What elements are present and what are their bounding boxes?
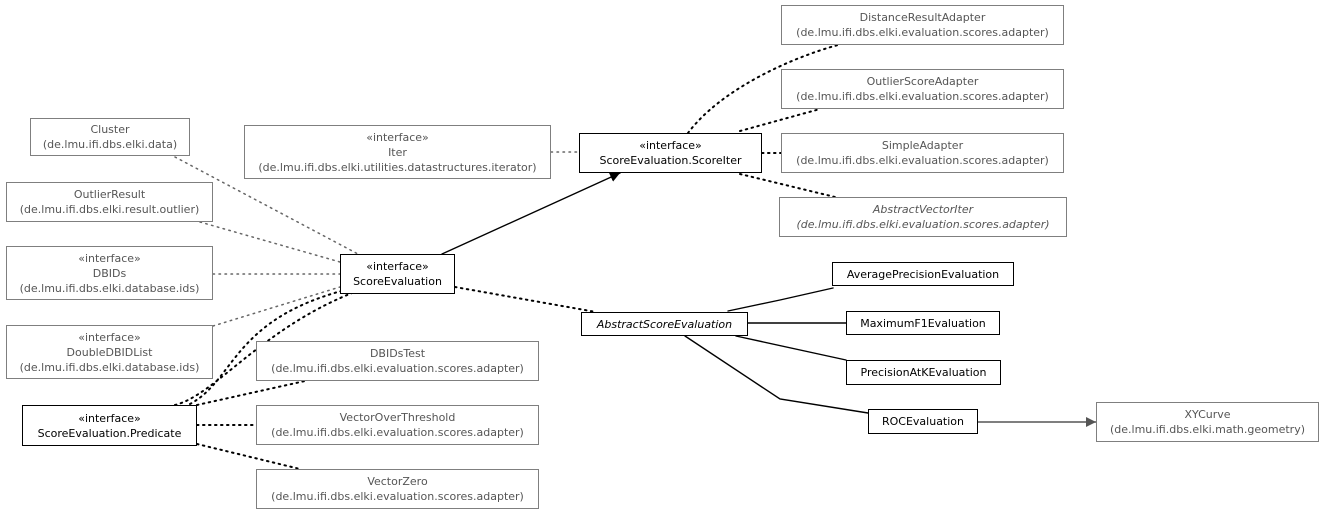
xy-curve-node: XYCurve (de.lmu.ifi.dbs.elki.math.geomet… xyxy=(1096,402,1319,442)
edge-scoreiter-distanceresultadapter xyxy=(687,44,839,134)
score-iter-stereotype: «interface» xyxy=(639,139,702,152)
double-dbid-list-package: (de.lmu.ifi.dbs.elki.database.ids) xyxy=(19,360,200,374)
iter-name: Iter xyxy=(388,145,407,159)
precision-at-k-evaluation-name: PrecisionAtKEvaluation xyxy=(860,366,987,379)
iter-stereotype: «interface» xyxy=(366,130,429,144)
edge-predicate-scoreevaluation-2 xyxy=(189,289,346,405)
precision-at-k-evaluation-node: PrecisionAtKEvaluation xyxy=(846,360,1001,385)
score-iter-name: ScoreEvaluation.ScoreIter xyxy=(599,154,742,167)
dbids-stereotype: «interface» xyxy=(78,251,141,265)
outlier-score-adapter-package: (de.lmu.ifi.dbs.elki.evaluation.scores.a… xyxy=(796,90,1049,103)
double-dbid-list-stereotype: «interface» xyxy=(78,330,141,344)
vector-over-threshold-package: (de.lmu.ifi.dbs.elki.evaluation.scores.a… xyxy=(271,426,524,439)
edge-outlierresult-scoreevaluation xyxy=(199,221,341,263)
dbids-test-package: (de.lmu.ifi.dbs.elki.evaluation.scores.a… xyxy=(271,362,524,375)
cluster-name: Cluster xyxy=(90,123,130,136)
vector-over-threshold-name: VectorOverThreshold xyxy=(339,411,456,424)
distance-result-adapter-name: DistanceResultAdapter xyxy=(859,11,986,24)
edge-abstract-averageprecision xyxy=(727,287,834,312)
score-evaluation-name: ScoreEvaluation xyxy=(353,275,442,288)
edge-scoreiter-abstractvectoriter xyxy=(739,173,836,198)
outlier-score-adapter-name: OutlierScoreAdapter xyxy=(866,75,979,88)
distance-result-adapter-node: DistanceResultAdapter (de.lmu.ifi.dbs.el… xyxy=(781,5,1064,45)
edge-cluster-scoreevaluation xyxy=(174,156,359,255)
vector-zero-package: (de.lmu.ifi.dbs.elki.evaluation.scores.a… xyxy=(271,490,524,503)
cluster-package: (de.lmu.ifi.dbs.elki.data) xyxy=(42,138,178,151)
edge-doubledbidlist-scoreevaluation xyxy=(212,286,341,327)
double-dbid-list-name: DoubleDBIDList xyxy=(66,345,153,359)
outlier-result-name: OutlierResult xyxy=(73,188,146,201)
roc-evaluation-node: ROCEvaluation xyxy=(868,409,978,434)
iter-node: «interface» Iter (de.lmu.ifi.dbs.elki.ut… xyxy=(244,125,551,179)
dbids-node: «interface» DBIDs (de.lmu.ifi.dbs.elki.d… xyxy=(6,246,213,300)
vector-zero-node: VectorZero (de.lmu.ifi.dbs.elki.evaluati… xyxy=(256,469,539,509)
outlier-result-package: (de.lmu.ifi.dbs.elki.result.outlier) xyxy=(19,203,200,216)
abstract-vector-iter-name: AbstractVectorIter xyxy=(872,203,974,216)
dbids-name: DBIDs xyxy=(92,266,127,280)
outlier-score-adapter-node: OutlierScoreAdapter (de.lmu.ifi.dbs.elki… xyxy=(781,69,1064,109)
double-dbid-list-node: «interface» DoubleDBIDList (de.lmu.ifi.d… xyxy=(6,325,213,379)
edge-abstract-precisionatk xyxy=(735,335,847,361)
outlier-result-node: OutlierResult (de.lmu.ifi.dbs.elki.resul… xyxy=(6,182,213,222)
score-iter-node: «interface» ScoreEvaluation.ScoreIter xyxy=(579,133,762,173)
dbids-package: (de.lmu.ifi.dbs.elki.database.ids) xyxy=(19,281,200,295)
score-evaluation-stereotype: «interface» xyxy=(366,260,429,273)
abstract-vector-iter-package: (de.lmu.ifi.dbs.elki.evaluation.scores.a… xyxy=(796,218,1050,231)
abstract-vector-iter-node: AbstractVectorIter (de.lmu.ifi.dbs.elki.… xyxy=(779,197,1067,237)
predicate-node: «interface» ScoreEvaluation.Predicate xyxy=(22,405,197,446)
abstract-score-evaluation-node: AbstractScoreEvaluation xyxy=(581,312,748,336)
iter-package: (de.lmu.ifi.dbs.elki.utilities.datastruc… xyxy=(258,160,537,174)
average-precision-evaluation-node: AveragePrecisionEvaluation xyxy=(832,262,1014,286)
roc-evaluation-name: ROCEvaluation xyxy=(881,415,965,428)
dbids-test-name: DBIDsTest xyxy=(369,347,426,360)
edge-predicate-scoreevaluation xyxy=(174,292,353,406)
abstract-score-evaluation-name: AbstractScoreEvaluation xyxy=(596,317,733,331)
maximum-f1-evaluation-node: MaximumF1Evaluation xyxy=(846,311,1000,335)
xy-curve-package: (de.lmu.ifi.dbs.elki.math.geometry) xyxy=(1109,423,1306,436)
edge-scoreevaluation-abstractscoreevaluation xyxy=(454,286,597,313)
edge-abstract-rocevaluation xyxy=(684,335,869,414)
maximum-f1-evaluation-name: MaximumF1Evaluation xyxy=(860,316,986,330)
simple-adapter-name: SimpleAdapter xyxy=(881,139,964,152)
edge-scoreiter-outlierscoreadapter xyxy=(739,108,821,132)
edge-predicate-vectorzero xyxy=(196,443,301,470)
score-evaluation-node: «interface» ScoreEvaluation xyxy=(340,254,455,294)
edge-scoreevaluation-scoreiter xyxy=(441,172,621,255)
vector-zero-name: VectorZero xyxy=(367,475,428,488)
simple-adapter-package: (de.lmu.ifi.dbs.elki.evaluation.scores.a… xyxy=(796,154,1049,167)
dbids-test-node: DBIDsTest (de.lmu.ifi.dbs.elki.evaluatio… xyxy=(256,341,539,381)
simple-adapter-node: SimpleAdapter (de.lmu.ifi.dbs.elki.evalu… xyxy=(781,133,1064,173)
xy-curve-name: XYCurve xyxy=(1184,408,1231,421)
predicate-stereotype: «interface» xyxy=(78,411,141,425)
average-precision-evaluation-name: AveragePrecisionEvaluation xyxy=(846,267,1000,281)
predicate-name: ScoreEvaluation.Predicate xyxy=(37,426,182,440)
distance-result-adapter-package: (de.lmu.ifi.dbs.elki.evaluation.scores.a… xyxy=(796,26,1049,39)
cluster-node: Cluster (de.lmu.ifi.dbs.elki.data) xyxy=(30,118,190,156)
vector-over-threshold-node: VectorOverThreshold (de.lmu.ifi.dbs.elki… xyxy=(256,405,539,445)
edge-predicate-dbidstest xyxy=(196,380,306,406)
